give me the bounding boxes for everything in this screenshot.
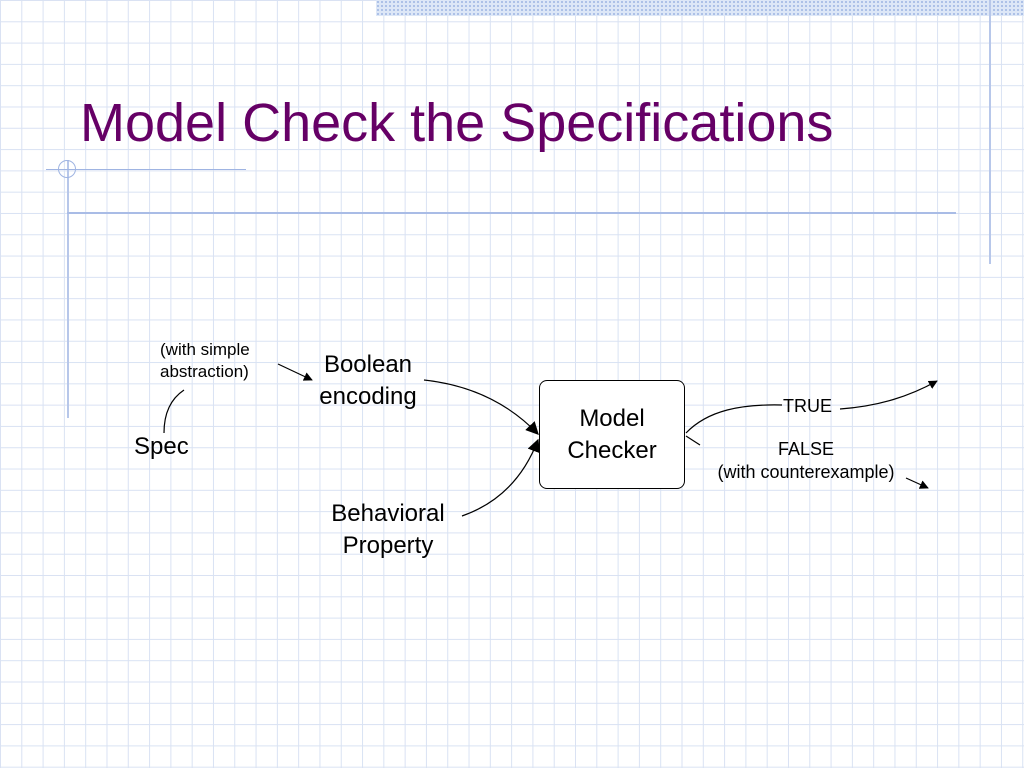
checker-to-false-line xyxy=(685,435,701,446)
boolean-encoding-line2: encoding xyxy=(319,382,417,410)
decorative-corner-band xyxy=(376,0,1024,16)
abstraction-note-line2: abstraction) xyxy=(160,362,249,382)
model-checker-line2: Checker xyxy=(567,436,657,464)
decorative-short-rule xyxy=(46,169,246,170)
true-output-arrow xyxy=(839,380,938,410)
property-to-checker-arrow xyxy=(461,438,540,517)
spec-label: Spec xyxy=(134,433,189,460)
decorative-left-rule xyxy=(67,160,69,418)
model-checker-box: Model Checker xyxy=(539,380,685,489)
abstraction-to-boolean-arrow xyxy=(277,363,313,381)
behavioral-property-line2: Property xyxy=(342,531,434,559)
title-underline xyxy=(67,212,956,214)
false-output-line2: (with counterexample) xyxy=(717,462,895,483)
behavioral-property-label: Behavioral Property xyxy=(316,498,460,562)
decorative-right-rule xyxy=(989,0,991,264)
model-checker-line1: Model xyxy=(579,405,645,433)
decorative-ring-icon xyxy=(58,160,76,178)
false-output-label: FALSE (with counterexample) xyxy=(696,438,916,485)
false-output-line1: FALSE xyxy=(777,439,835,459)
abstraction-note: (with simple abstraction) xyxy=(160,339,250,383)
false-output-arrow xyxy=(905,477,929,489)
true-output-label: TRUE xyxy=(783,396,832,416)
behavioral-property-line1: Behavioral xyxy=(331,500,445,527)
abstraction-note-line1: (with simple xyxy=(160,340,250,359)
boolean-encoding-label: Boolean encoding xyxy=(306,349,430,413)
page-title: Model Check the Specifications xyxy=(80,93,834,153)
model-checker-label: Model Checker xyxy=(552,403,672,465)
spec-to-abstraction-line xyxy=(163,389,185,434)
boolean-to-checker-arrow xyxy=(423,379,539,435)
boolean-encoding-line1: Boolean xyxy=(323,351,413,378)
checker-to-true-line xyxy=(685,404,783,434)
